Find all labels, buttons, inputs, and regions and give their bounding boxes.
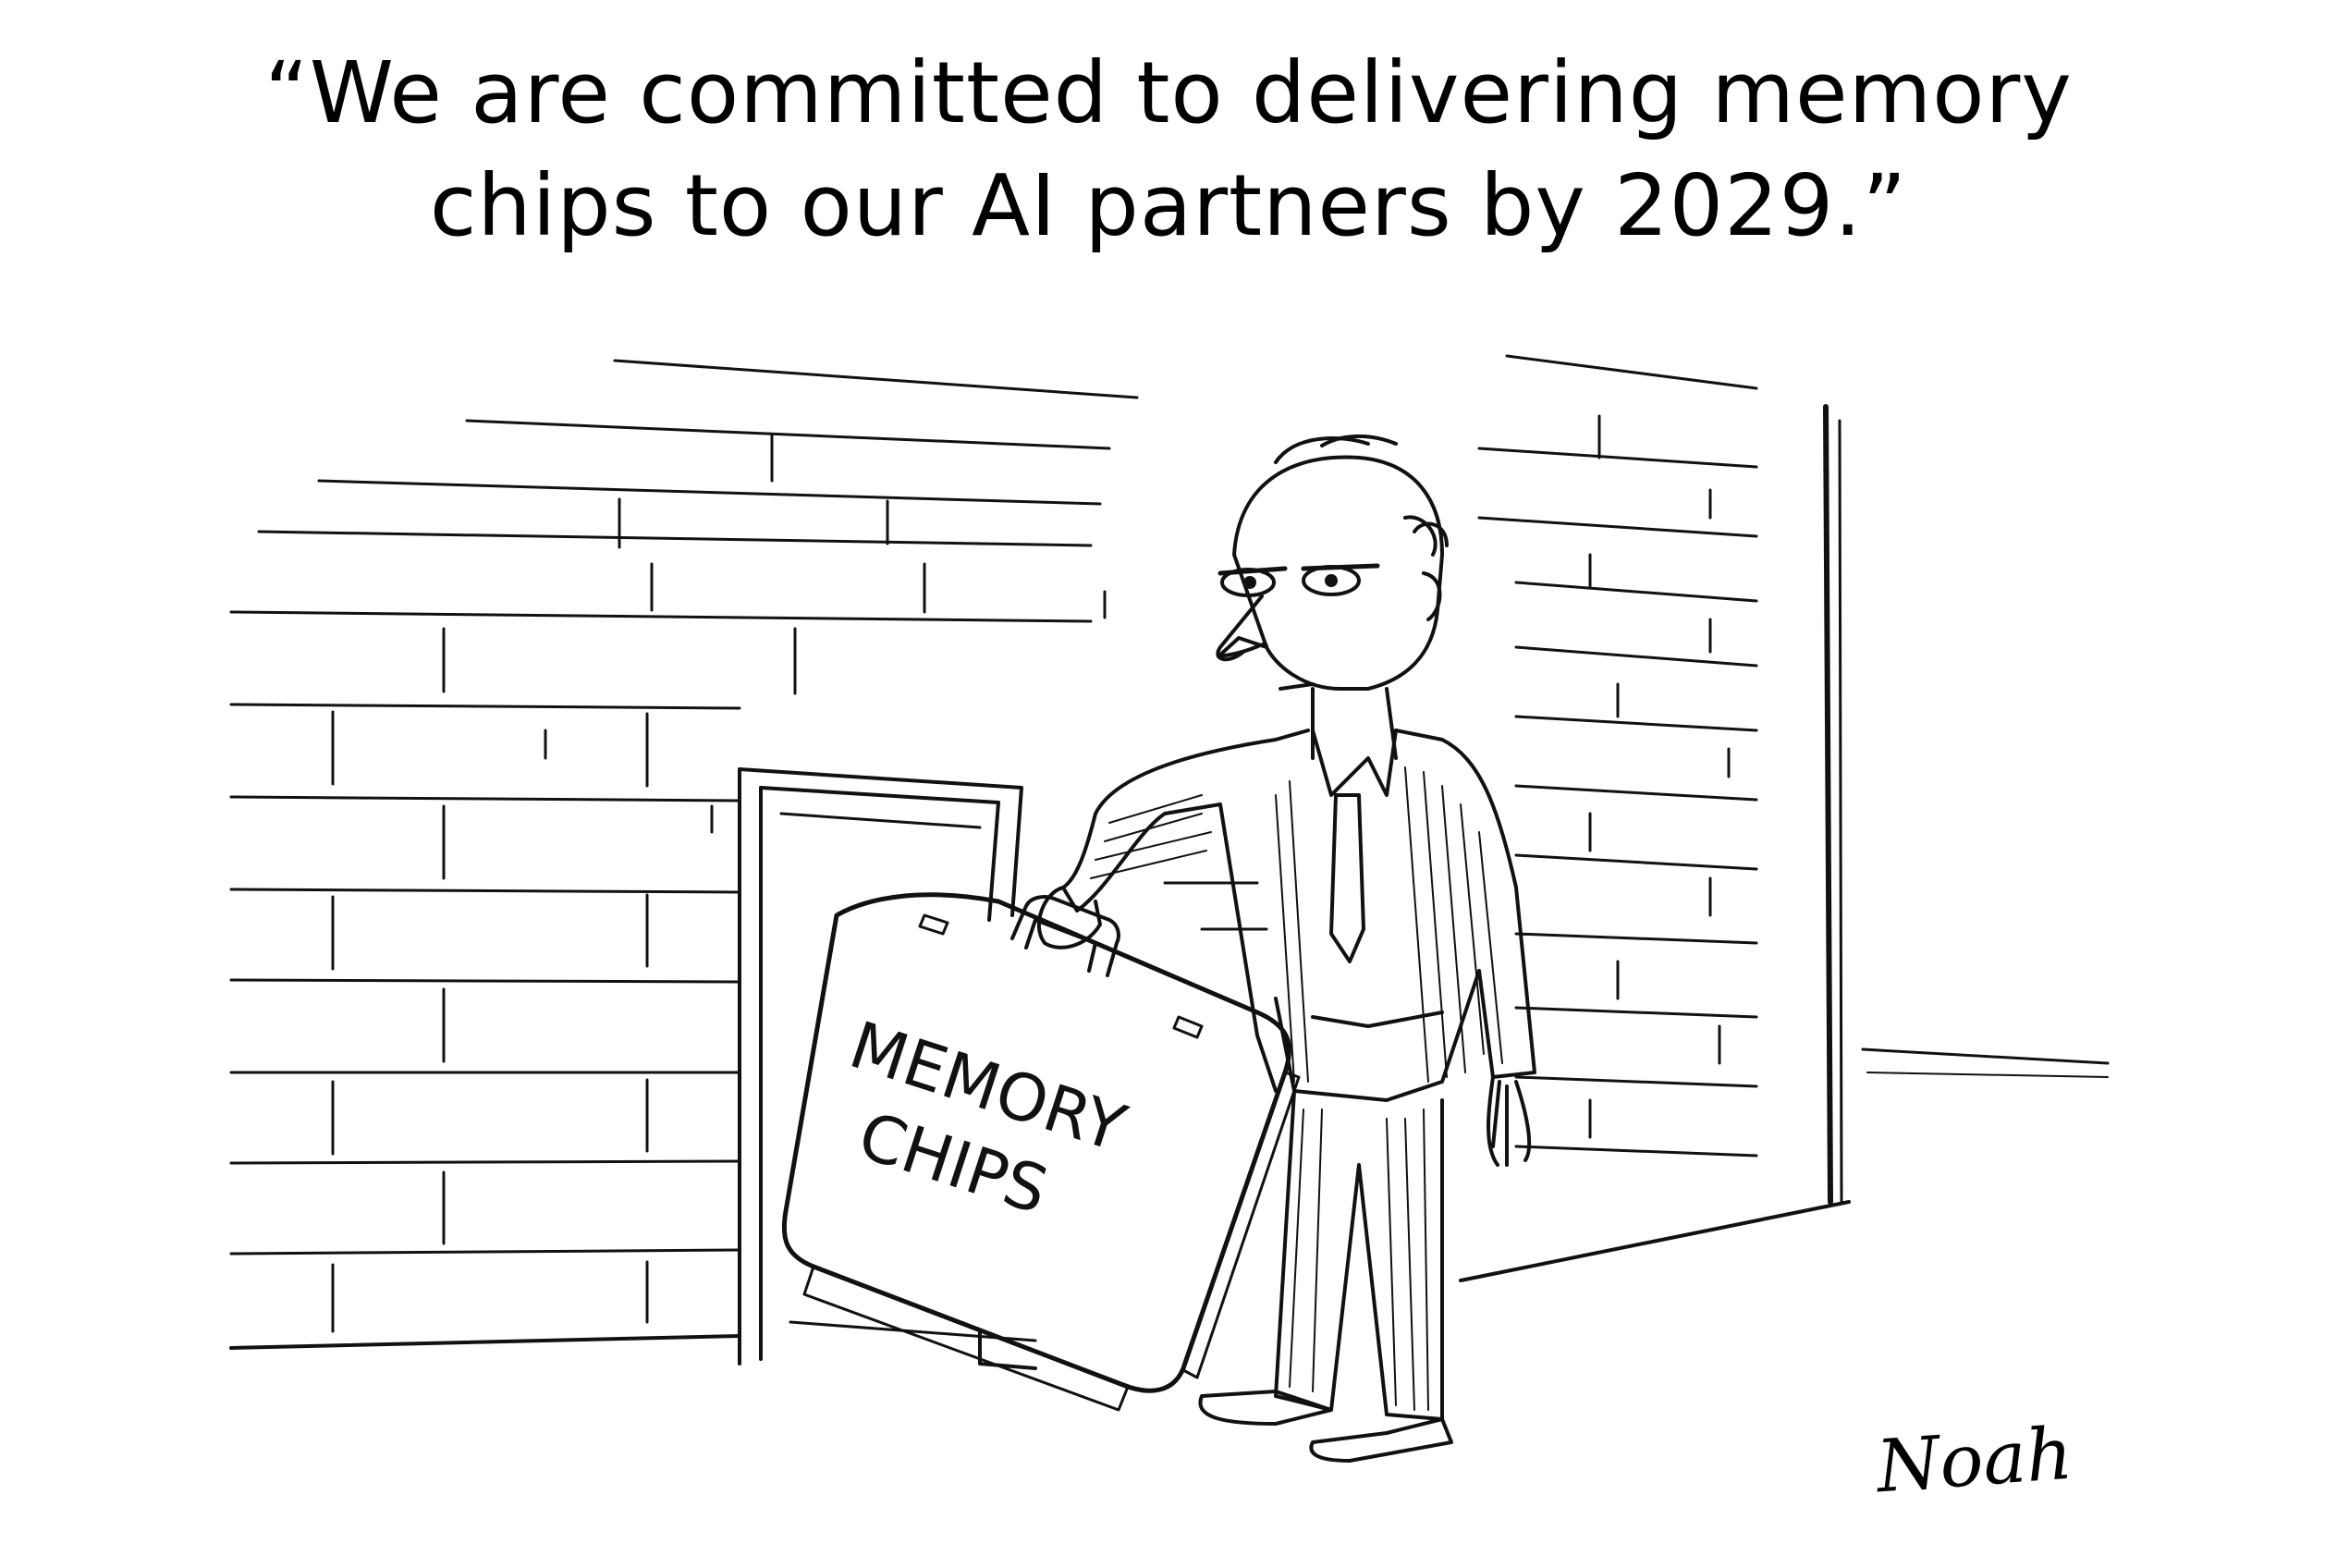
caption-line-1: “We are committed to delivering memory	[264, 43, 2073, 142]
cartoon-caption: “We are committed to delivering memory c…	[0, 37, 2337, 263]
caption-line-2: chips to our AI partners by 2029.”	[429, 156, 1908, 255]
suit-pinstripes	[1090, 766, 1503, 1411]
briefcase: MEMORY CHIPS	[781, 892, 1301, 1412]
artist-signature: Noah	[1874, 1412, 2075, 1510]
right-brick-wall	[1459, 354, 2110, 1282]
left-brick-wall	[229, 359, 1268, 1350]
